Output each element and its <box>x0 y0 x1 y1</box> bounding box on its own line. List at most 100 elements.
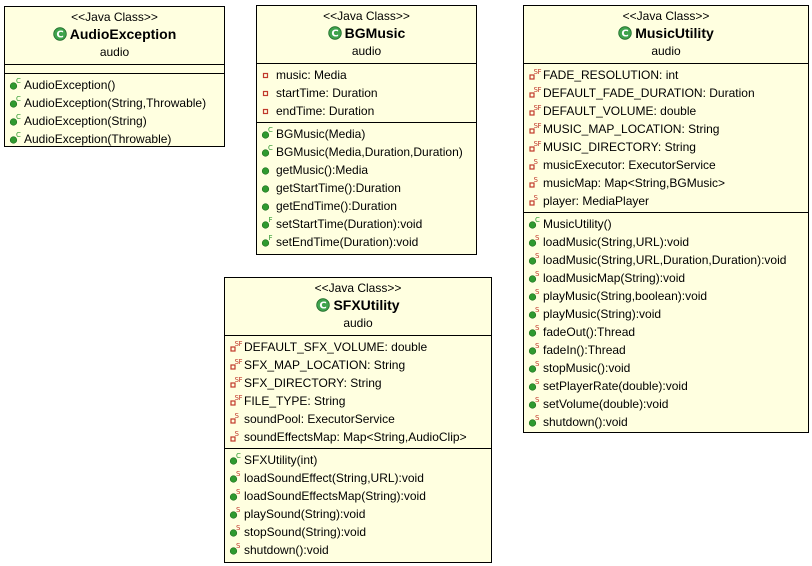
operation-text: playMusic(String,boolean):void <box>543 289 708 303</box>
attribute-row[interactable]: startTime: Duration <box>257 84 476 102</box>
attribute-text: SFX_MAP_LOCATION: String <box>244 358 406 372</box>
svg-text:S: S <box>235 376 240 384</box>
operation-text: shutdown():void <box>543 415 628 429</box>
svg-text:S: S <box>535 252 540 260</box>
public-static-method-icon: S <box>229 541 243 559</box>
attribute-text: endTime: Duration <box>276 104 375 118</box>
svg-text:S: S <box>235 412 240 420</box>
public-static-method-icon: S <box>528 395 542 413</box>
svg-text:F: F <box>269 234 273 242</box>
attribute-row[interactable]: endTime: Duration <box>257 102 476 120</box>
public-static-method-icon: S <box>528 341 542 359</box>
operation-text: BGMusic(Media,Duration,Duration) <box>276 145 463 159</box>
svg-text:C: C <box>16 95 21 103</box>
svg-text:C: C <box>535 216 540 224</box>
svg-text:F: F <box>239 340 243 348</box>
svg-text:S: S <box>534 176 539 184</box>
operation-text: loadSoundEffect(String,URL):void <box>244 471 424 485</box>
public-static-method-icon: S <box>528 413 542 431</box>
public-final-method-icon: F <box>261 233 275 251</box>
public-static-method-icon: S <box>528 359 542 377</box>
operation-row[interactable]: getEndTime():Duration <box>257 197 476 215</box>
attribute-row[interactable]: music: Media <box>257 66 476 84</box>
svg-text:F: F <box>538 86 542 94</box>
attribute-text: DEFAULT_FADE_DURATION: Duration <box>543 86 755 100</box>
attribute-text: FADE_RESOLUTION: int <box>543 68 679 82</box>
svg-text:S: S <box>535 360 540 368</box>
public-method-icon <box>261 197 275 215</box>
private-static-field-icon: S <box>229 428 243 446</box>
svg-text:S: S <box>534 158 539 166</box>
svg-text:C: C <box>236 452 241 460</box>
svg-text:S: S <box>535 342 540 350</box>
constructor-icon: C <box>229 451 243 469</box>
attribute-text: MUSIC_MAP_LOCATION: String <box>543 122 720 136</box>
operation-text: setVolume(double):void <box>543 397 669 411</box>
svg-text:S: S <box>535 288 540 296</box>
svg-text:S: S <box>236 524 241 532</box>
operation-text: getEndTime():Duration <box>276 199 397 213</box>
svg-text:S: S <box>235 430 240 438</box>
operation-row[interactable]: getStartTime():Duration <box>257 179 476 197</box>
operation-text: fadeIn():Thread <box>543 343 626 357</box>
attribute-text: musicMap: Map<String,BGMusic> <box>543 176 726 190</box>
operation-row[interactable]: getMusic():Media <box>257 161 476 179</box>
svg-text:F: F <box>239 358 243 366</box>
public-static-method-icon: S <box>229 523 243 541</box>
operation-text: fadeOut():Thread <box>543 325 636 339</box>
operation-text: AudioException() <box>24 78 116 92</box>
operation-text: getMusic():Media <box>276 163 369 177</box>
svg-text:S: S <box>236 470 241 478</box>
